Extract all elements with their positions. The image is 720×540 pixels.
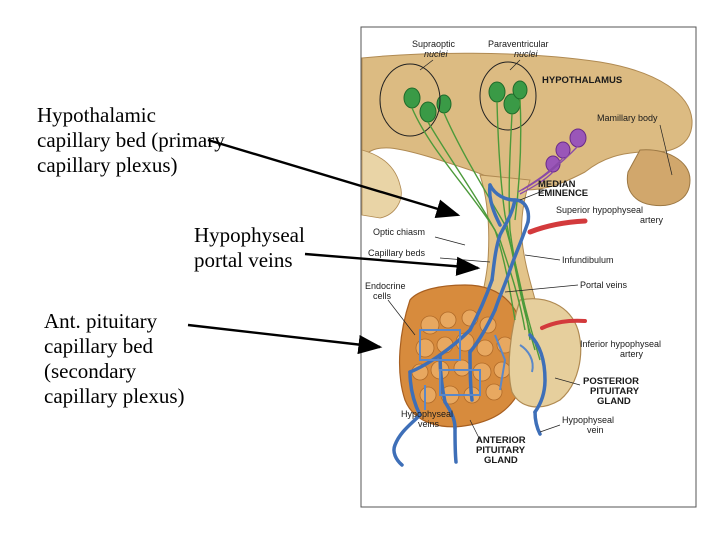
svg-text:veins: veins xyxy=(418,419,440,429)
label-median-eminence: MEDIAN xyxy=(538,179,576,190)
svg-text:artery: artery xyxy=(640,215,664,225)
svg-text:cells: cells xyxy=(373,291,392,301)
label-anterior-pituitary-gland: ANTERIOR xyxy=(476,435,526,446)
pointer-arrows xyxy=(187,138,481,355)
label-hypophyseal-veins: Hypophyseal xyxy=(401,409,453,419)
anterior-pituitary-shape xyxy=(398,284,528,428)
portal-vessels xyxy=(392,183,547,467)
arrow-anterior-bed xyxy=(187,323,383,355)
svg-text:EMINENCE: EMINENCE xyxy=(538,188,588,199)
mamillary-body-shape xyxy=(626,149,691,207)
label-infundibulum: Infundibulum xyxy=(562,255,614,265)
label-inferior-hypophyseal-artery: Inferior hypophyseal xyxy=(580,339,661,349)
label-paraventricular-nuclei: Paraventricular xyxy=(488,39,549,49)
label-hypophyseal-vein: Hypophyseal xyxy=(562,415,614,425)
arrow-hypothalamic-bed xyxy=(207,138,461,218)
capillary-mesh xyxy=(419,329,534,410)
svg-text:PITUITARY: PITUITARY xyxy=(590,386,640,397)
label-posterior-pituitary-gland: POSTERIOR xyxy=(583,376,639,387)
svg-text:nuclei: nuclei xyxy=(424,49,449,59)
superior-hypophyseal-artery xyxy=(527,218,588,235)
svg-text:nuclei: nuclei xyxy=(514,49,539,59)
label-mamillary-body: Mamillary body xyxy=(597,113,658,123)
svg-text:artery: artery xyxy=(620,349,644,359)
figure-leader-lines xyxy=(387,59,673,441)
svg-text:PITUITARY: PITUITARY xyxy=(476,445,526,456)
svg-text:vein: vein xyxy=(587,425,604,435)
svg-text:GLAND: GLAND xyxy=(484,455,518,466)
label-hypothalamus: HYPOTHALAMUS xyxy=(542,75,622,86)
label-supraoptic-nuclei: Supraoptic xyxy=(412,39,456,49)
label-portal-veins: Portal veins xyxy=(580,280,628,290)
label-optic-chiasm: Optic chiasm xyxy=(373,227,425,237)
label-capillary-beds: Capillary beds xyxy=(368,248,426,258)
arrow-portal-veins xyxy=(304,252,481,276)
inferior-hypophyseal-artery xyxy=(540,318,587,330)
neuron-bodies xyxy=(379,61,587,173)
label-hypothalamic-capillary-bed: Hypothalamic capillary bed (primary capi… xyxy=(37,103,225,177)
svg-text:GLAND: GLAND xyxy=(597,396,631,407)
label-endocrine-cells: Endocrine xyxy=(365,281,406,291)
figure-labels: Supraoptic nuclei Paraventricular nuclei… xyxy=(365,39,664,466)
label-anterior-pituitary-capillary-bed: Ant. pituitary capillary bed (secondary … xyxy=(44,309,185,408)
label-superior-hypophyseal-artery: Superior hypophyseal xyxy=(556,205,643,215)
label-hypophyseal-portal-veins: Hypophyseal portal veins xyxy=(194,223,305,272)
